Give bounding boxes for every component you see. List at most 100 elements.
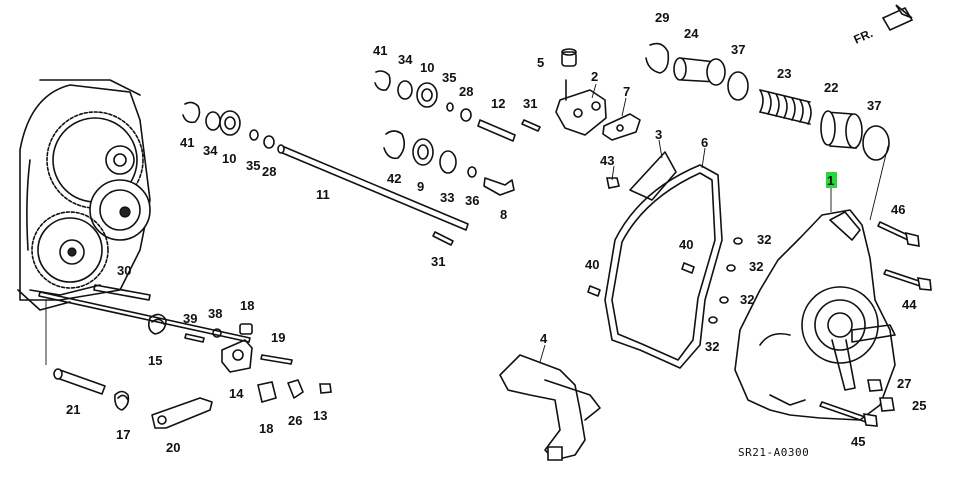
label-35-lower: 35 bbox=[246, 158, 260, 173]
leader-lines bbox=[539, 83, 889, 363]
label-37-b: 37 bbox=[867, 98, 881, 113]
label-4: 4 bbox=[540, 331, 548, 346]
part-4-bracket bbox=[499, 354, 601, 461]
label-28-upper: 28 bbox=[459, 84, 473, 99]
part-31-pin-lower bbox=[432, 231, 454, 246]
part-1-cover bbox=[734, 209, 896, 421]
label-15: 15 bbox=[148, 353, 162, 368]
part-15-spring bbox=[148, 313, 167, 335]
label-40-b: 40 bbox=[679, 237, 693, 252]
part-labels: 1 2 3 4 5 6 7 8 9 10 10 11 12 13 14 15 1… bbox=[66, 10, 926, 455]
label-37-a: 37 bbox=[731, 42, 745, 57]
part-20-lever bbox=[151, 397, 213, 429]
part-19-bolt bbox=[260, 354, 293, 365]
part-39-pin bbox=[184, 333, 205, 343]
diagram-code: SR21-A0300 bbox=[738, 446, 809, 459]
part-22-piston bbox=[820, 110, 863, 149]
part-30-rod bbox=[93, 284, 151, 301]
part-2-body bbox=[555, 79, 607, 136]
label-39: 39 bbox=[183, 311, 197, 326]
label-12: 12 bbox=[491, 96, 505, 111]
part-46-bolt bbox=[877, 221, 920, 247]
front-direction-arrow: FR. bbox=[852, 4, 914, 47]
label-32-b: 32 bbox=[749, 259, 763, 274]
label-7: 7 bbox=[623, 84, 630, 99]
part-selector-rod bbox=[38, 291, 251, 365]
part-32-washers bbox=[708, 237, 743, 324]
direction-label: FR. bbox=[852, 26, 875, 47]
label-32-c: 32 bbox=[740, 292, 754, 307]
part-21-shaft bbox=[53, 368, 106, 395]
part-18-bushing-upper bbox=[239, 323, 253, 335]
part-25-nut bbox=[879, 397, 895, 412]
part-44-bolt bbox=[883, 269, 932, 291]
label-35-upper: 35 bbox=[442, 70, 456, 85]
label-17: 17 bbox=[116, 427, 130, 442]
label-21: 21 bbox=[66, 402, 80, 417]
label-13: 13 bbox=[313, 408, 327, 423]
mid-cluster bbox=[383, 130, 515, 196]
part-29-ring bbox=[645, 42, 670, 74]
label-31-lower: 31 bbox=[431, 254, 445, 269]
label-1: 1 bbox=[827, 173, 834, 188]
ring-cluster-lower bbox=[182, 101, 275, 149]
part-38-washer bbox=[212, 328, 222, 338]
label-8: 8 bbox=[500, 207, 507, 222]
part-37-ring-b bbox=[862, 125, 890, 161]
label-14: 14 bbox=[229, 386, 244, 401]
part-24-sleeve bbox=[673, 57, 726, 86]
part-3-plate bbox=[629, 151, 677, 201]
label-29: 29 bbox=[655, 10, 669, 25]
label-5: 5 bbox=[537, 55, 544, 70]
label-20: 20 bbox=[166, 440, 180, 455]
label-42: 42 bbox=[387, 171, 401, 186]
part-37-ring-a bbox=[727, 71, 749, 101]
label-40-a: 40 bbox=[585, 257, 599, 272]
label-41-upper: 41 bbox=[373, 43, 387, 58]
part-40-pins bbox=[587, 262, 695, 297]
label-46: 46 bbox=[891, 202, 905, 217]
label-19: 19 bbox=[271, 330, 285, 345]
label-30: 30 bbox=[117, 263, 131, 278]
label-18-lower: 18 bbox=[259, 421, 273, 436]
label-38: 38 bbox=[208, 306, 222, 321]
ring-cluster-upper bbox=[374, 70, 472, 122]
label-36: 36 bbox=[465, 193, 479, 208]
transmission-housing bbox=[17, 79, 151, 311]
part-26-clip bbox=[287, 379, 304, 399]
label-43: 43 bbox=[600, 153, 614, 168]
part-31-pin-upper bbox=[521, 119, 541, 132]
label-10-upper: 10 bbox=[420, 60, 434, 75]
label-33: 33 bbox=[440, 190, 454, 205]
part-17-spring bbox=[114, 390, 130, 411]
part-6-gasket bbox=[604, 164, 723, 369]
label-31-upper: 31 bbox=[523, 96, 537, 111]
part-12-pin bbox=[477, 119, 516, 142]
label-32-a: 32 bbox=[757, 232, 771, 247]
label-25: 25 bbox=[912, 398, 926, 413]
label-2: 2 bbox=[591, 69, 598, 84]
part-43-bolt bbox=[606, 177, 620, 189]
label-24: 24 bbox=[684, 26, 699, 41]
label-45: 45 bbox=[851, 434, 865, 449]
label-3: 3 bbox=[655, 127, 662, 142]
label-34-lower: 34 bbox=[203, 143, 218, 158]
part-7-bracket bbox=[602, 113, 641, 141]
label-11: 11 bbox=[316, 187, 330, 202]
label-23: 23 bbox=[777, 66, 791, 81]
part-5-plug bbox=[561, 48, 577, 67]
part-18-bushing-lower bbox=[257, 381, 277, 403]
label-18-upper: 18 bbox=[240, 298, 254, 313]
part-45-bolt bbox=[819, 401, 878, 427]
label-41-lower: 41 bbox=[180, 135, 194, 150]
label-28-lower: 28 bbox=[262, 164, 276, 179]
label-22: 22 bbox=[824, 80, 838, 95]
label-26: 26 bbox=[288, 413, 302, 428]
label-27: 27 bbox=[897, 376, 911, 391]
label-44: 44 bbox=[902, 297, 917, 312]
label-32-d: 32 bbox=[705, 339, 719, 354]
part-23-spring bbox=[759, 89, 812, 125]
label-6: 6 bbox=[701, 135, 708, 150]
part-13-bolt bbox=[319, 383, 332, 394]
